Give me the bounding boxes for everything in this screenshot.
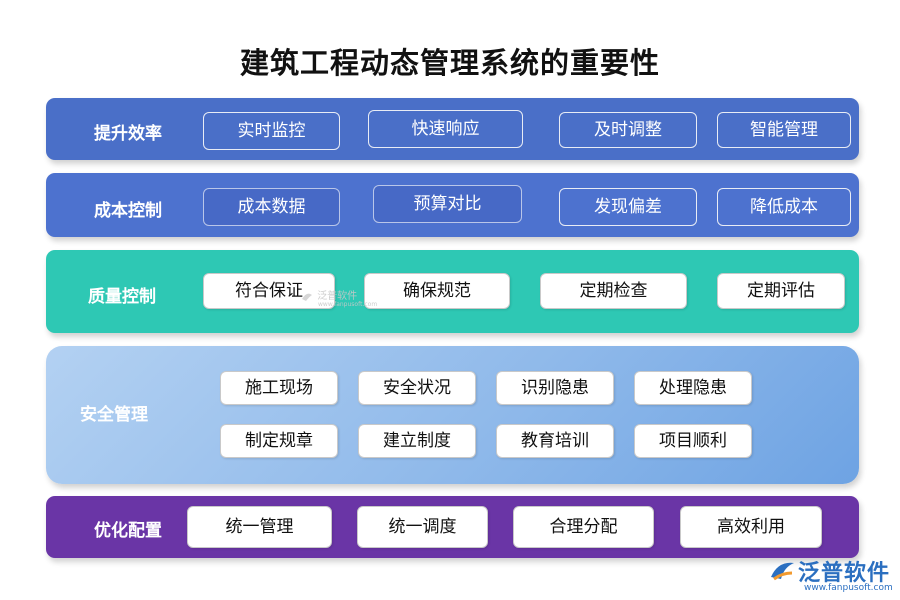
diagram-title: 建筑工程动态管理系统的重要性 <box>239 46 660 80</box>
band-label-safety-management: 安全管理 <box>80 405 148 425</box>
watermark: 泛普软件 www.fanpusoft.com <box>300 287 377 308</box>
item-formulate-rules: 制定规章 <box>220 424 338 458</box>
item-timely-adjustment: 及时调整 <box>559 112 697 148</box>
watermark-url: www.fanpusoft.com <box>318 301 378 308</box>
item-budget-comparison: 预算对比 <box>373 185 522 223</box>
item-reduce-cost: 降低成本 <box>717 188 851 226</box>
watermark-text: 泛普软件 <box>317 291 358 302</box>
band-cost-control: 成本控制 成本数据 预算对比 发现偏差 降低成本 <box>46 173 859 237</box>
item-reasonable-allocation: 合理分配 <box>513 506 654 548</box>
item-ensure-standards: 确保规范 <box>364 273 510 309</box>
band-label-optimized-allocation: 优化配置 <box>94 521 162 541</box>
item-efficient-utilization: 高效利用 <box>680 506 822 548</box>
item-education-training: 教育培训 <box>496 424 614 458</box>
item-realtime-monitoring: 实时监控 <box>203 112 340 150</box>
item-regular-inspection: 定期检查 <box>540 273 687 309</box>
item-regular-evaluation: 定期评估 <box>717 273 845 309</box>
item-safety-status: 安全状况 <box>358 371 476 405</box>
band-safety-management: 安全管理 施工现场 安全状况 识别隐患 处理隐患 制定规章 建立制度 教育培训 … <box>46 346 859 484</box>
watermark-icon <box>302 293 312 301</box>
logo-name: 泛普软件 <box>798 561 891 586</box>
item-compliance-assurance: 符合保证 <box>203 273 335 309</box>
item-handle-hazards: 处理隐患 <box>634 371 752 405</box>
item-cost-data: 成本数据 <box>203 188 340 226</box>
fanpu-logo-icon <box>771 562 794 581</box>
item-unified-management: 统一管理 <box>187 506 332 548</box>
item-quick-response: 快速响应 <box>368 110 523 148</box>
band-quality-control: 质量控制 符合保证 确保规范 定期检查 定期评估 <box>46 250 859 333</box>
logo-url: www.fanpusoft.com <box>804 583 893 593</box>
band-optimized-allocation: 优化配置 统一管理 统一调度 合理分配 高效利用 <box>46 496 859 558</box>
band-label-quality-control: 质量控制 <box>88 287 156 307</box>
band-label-cost-control: 成本控制 <box>94 201 162 221</box>
item-smart-management: 智能管理 <box>717 112 851 148</box>
item-unified-scheduling: 统一调度 <box>357 506 488 548</box>
band-efficiency: 提升效率 实时监控 快速响应 及时调整 智能管理 <box>46 98 859 160</box>
item-construction-site: 施工现场 <box>220 371 338 405</box>
band-label-efficiency: 提升效率 <box>94 124 162 144</box>
item-identify-hazards: 识别隐患 <box>496 371 614 405</box>
item-project-smooth: 项目顺利 <box>634 424 752 458</box>
item-find-deviation: 发现偏差 <box>559 188 697 226</box>
item-establish-system: 建立制度 <box>358 424 476 458</box>
